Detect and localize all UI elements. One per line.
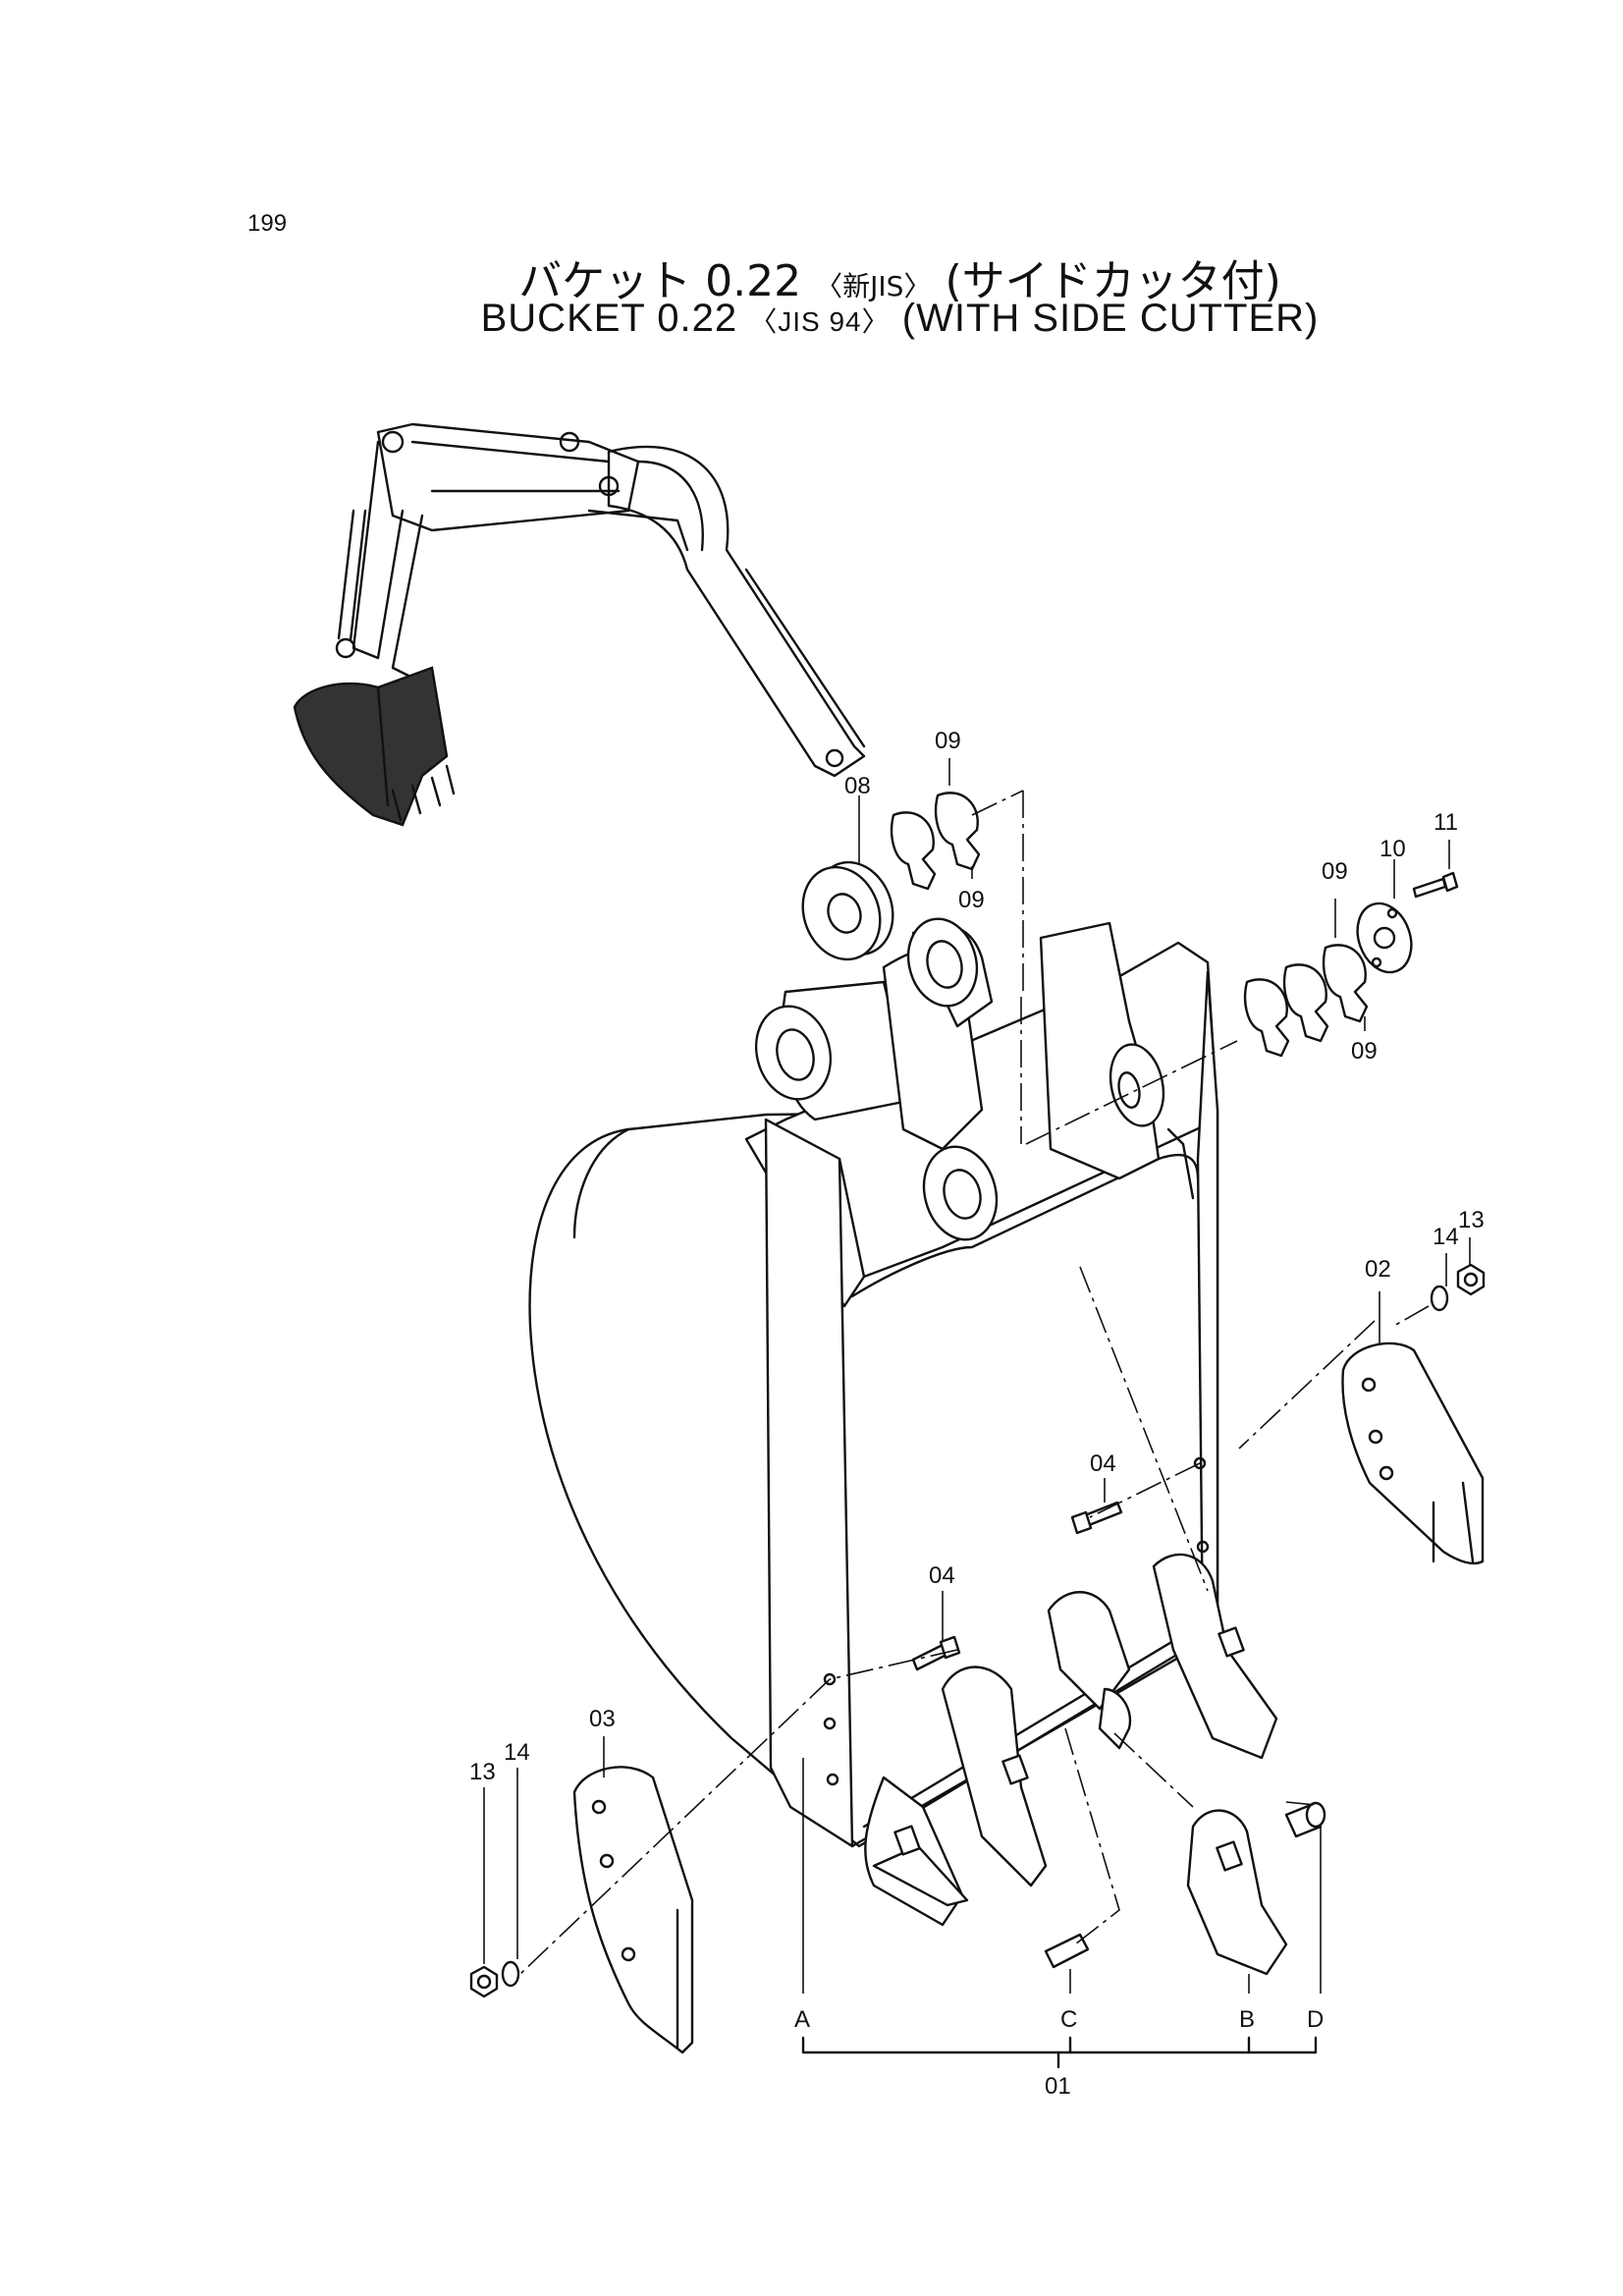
- callout-D: D: [1307, 2006, 1324, 2033]
- callout-14: 14: [504, 1739, 530, 1766]
- callout-13: 13: [1458, 1207, 1485, 1233]
- title-jp-spec: 〈新JIS〉: [815, 270, 932, 302]
- callout-C: C: [1060, 2006, 1077, 2033]
- callout-09: 09: [958, 887, 985, 913]
- title-jp-suffix: (サイドカッタ付): [945, 256, 1281, 306]
- title-en-spec: 〈JIS 94〉: [749, 306, 891, 337]
- callout-A: A: [794, 2006, 810, 2033]
- callout-04: 04: [1090, 1450, 1116, 1477]
- callout-03: 03: [589, 1706, 616, 1732]
- callout-10: 10: [1380, 836, 1406, 862]
- side-cutter-right: [1341, 1341, 1485, 1565]
- title-english: BUCKET 0.22 〈JIS 94〉 (WITH SIDE CUTTER): [0, 297, 1623, 341]
- callout-01: 01: [1045, 2073, 1071, 2100]
- callout-B: B: [1239, 2006, 1255, 2033]
- callout-09: 09: [1322, 858, 1348, 885]
- bucket-teeth: [864, 1553, 1326, 1976]
- callout-04: 04: [929, 1562, 955, 1589]
- callout-08: 08: [844, 773, 871, 799]
- title-japanese: バケット 0.22 〈新JIS〉 (サイドカッタ付): [0, 246, 1623, 308]
- callout-11: 11: [1434, 809, 1458, 836]
- bucket-brackets: [754, 917, 1195, 1241]
- assembly-01-bracket: [801, 2036, 1318, 2069]
- side-cutter-left: [572, 1766, 694, 2054]
- callout-13: 13: [469, 1759, 496, 1785]
- callout-labels: 09 08 09 09 10 11 09 02 14 13 04 04 03 1…: [469, 728, 1485, 2100]
- callout-02: 02: [1365, 1256, 1391, 1283]
- callout-09: 09: [1351, 1038, 1378, 1065]
- title-jp-main: バケット 0.22: [518, 256, 802, 306]
- callout-09: 09: [935, 728, 961, 754]
- assembly-lines: [519, 790, 1430, 1994]
- title-en-suffix: (WITH SIDE CUTTER): [901, 297, 1320, 340]
- page-number: 199: [247, 210, 288, 237]
- title-en-main: BUCKET 0.22: [480, 297, 738, 340]
- hardware-parts: [469, 792, 1486, 1998]
- callout-leaders: [483, 758, 1471, 1964]
- callout-14: 14: [1433, 1224, 1459, 1250]
- excavator-arm-illustration: [293, 422, 866, 827]
